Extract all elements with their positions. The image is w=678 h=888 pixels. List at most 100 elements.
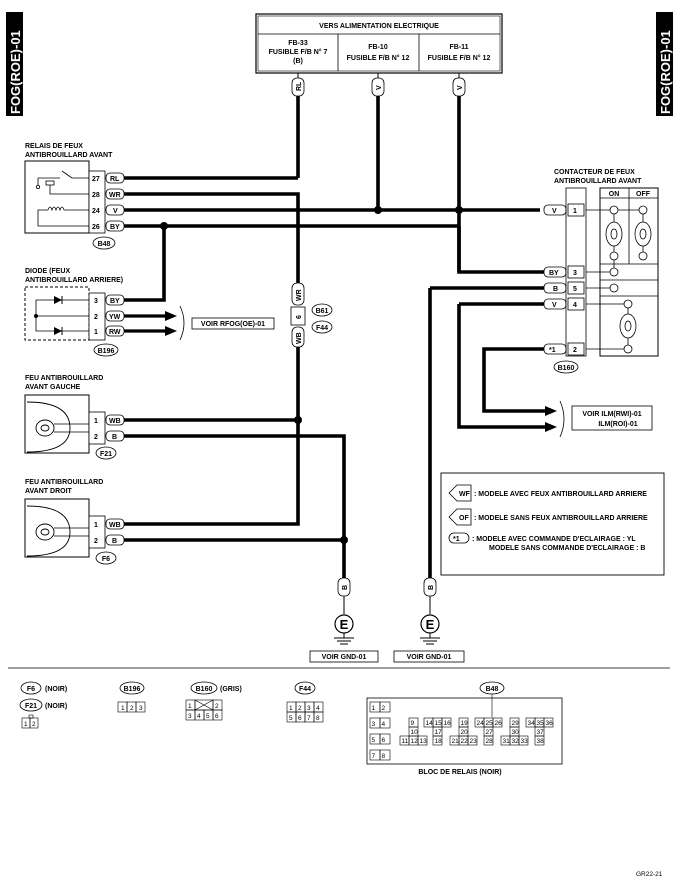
side-label-left-bg xyxy=(6,12,23,116)
ground-1: B E VOIR GND-01 xyxy=(309,577,379,663)
power-wire-2-color: V xyxy=(376,85,383,90)
ground-1-symbol: E xyxy=(340,617,349,632)
diode-ref-box[interactable] xyxy=(191,317,275,330)
ground-1-ref-box[interactable] xyxy=(309,650,379,663)
relay-pin-28: 28 xyxy=(92,192,100,199)
b48-pin-13: 13 xyxy=(420,738,428,745)
side-label-right-bg xyxy=(656,12,673,116)
ground-2-symbol: E xyxy=(426,617,435,632)
b48-pin-22: 22 xyxy=(461,738,469,745)
b48-pin-19: 19 xyxy=(461,720,469,727)
relay-pin-26-color: BY xyxy=(110,224,120,231)
conn-f21-pin-1: 1 xyxy=(24,721,28,728)
switch-pin-1: 1 xyxy=(573,208,577,215)
b48-pin-25: 25 xyxy=(486,720,494,727)
main-wires xyxy=(124,95,545,578)
fog-switch: CONTACTEUR DE FEUX ANTIBROUILLARD AVANT … xyxy=(543,169,659,374)
ground-1-wire: B xyxy=(342,585,349,590)
legend-star-tag: *1 xyxy=(453,536,460,543)
switch-off-label: OFF xyxy=(636,191,651,198)
lamp-left-pin-1-color: WB xyxy=(109,418,121,425)
conn-b160-color: (GRIS) xyxy=(220,686,242,693)
ilm-ref-line-1[interactable]: VOIR ILM(RWI)-01 xyxy=(582,411,641,418)
lamp-right-connector: F6 xyxy=(102,556,110,563)
lamp-left-pin-2-color: B xyxy=(112,434,117,441)
conn-f6-tag: F6 xyxy=(27,686,35,693)
switch-pin-3: 3 xyxy=(573,270,577,277)
ilm-ref-line-2[interactable]: ILM(ROI)-01 xyxy=(598,421,637,428)
fuse-1-line3: (B) xyxy=(293,58,303,65)
lamp-left-title-2: AVANT GAUCHE xyxy=(25,384,81,391)
diode-pin-3: 3 xyxy=(94,298,98,305)
conn-f21-tag: F21 xyxy=(25,703,37,710)
relay-title-2: ANTIBROUILLARD AVANT xyxy=(25,152,113,159)
relay-pin-27: 27 xyxy=(92,176,100,183)
footer-code: GR22-21 xyxy=(636,871,663,878)
conn-b160-pin-5: 5 xyxy=(206,713,210,720)
lamp-left-pin-1: 1 xyxy=(94,418,98,425)
conn-b196-pin-1: 1 xyxy=(121,705,125,712)
diode-pin-3-color: BY xyxy=(110,298,120,305)
conn-f44-pin-6: 6 xyxy=(298,715,302,722)
switch-title-1: CONTACTEUR DE FEUX xyxy=(554,169,635,176)
switch-title-2: ANTIBROUILLARD AVANT xyxy=(554,178,642,185)
lamp-left-title-1: FEU ANTIBROUILLARD xyxy=(25,375,103,382)
power-supply-box: VERS ALIMENTATION ELECTRIQUE FB-33 FUSIB… xyxy=(255,13,503,74)
switch-connector: B160 xyxy=(558,365,575,372)
conn-b160-pin-2: 2 xyxy=(215,703,219,710)
conn-b196-pin-3: 3 xyxy=(139,705,143,712)
ground-2-ref[interactable]: VOIR GND-01 xyxy=(407,654,452,661)
diode-pin-2: 2 xyxy=(94,314,98,321)
b48-pin-9: 9 xyxy=(411,720,415,727)
legend-wf-tag: WF xyxy=(459,491,471,498)
b48-pin-11: 11 xyxy=(402,738,409,745)
conn-f44-pin-7: 7 xyxy=(307,715,311,722)
conn-f44-pin-4: 4 xyxy=(316,705,320,712)
diode-pin-1: 1 xyxy=(94,329,98,336)
legend-star-text-2: MODELE SANS COMMANDE D'ECLAIRAGE : B xyxy=(489,545,645,552)
conn-f44-tag: F44 xyxy=(299,686,311,693)
fuse-2-line1: FB-10 xyxy=(368,44,388,51)
relay-pin-24: 24 xyxy=(92,208,100,215)
b48-pin-36: 36 xyxy=(546,720,554,727)
b48-pin-16: 16 xyxy=(444,720,452,727)
b48-pin-31: 31 xyxy=(503,738,511,745)
mid-connector-pin: 6 xyxy=(296,315,303,319)
ilm-ref-box[interactable] xyxy=(571,405,653,431)
conn-f44-pin-2: 2 xyxy=(298,705,302,712)
b48-pin-26: 26 xyxy=(495,720,503,727)
mid-tag-2: F44 xyxy=(316,325,328,332)
mid-wire-bottom-color: WB xyxy=(296,332,303,344)
legend-star-text-1: : MODELE AVEC COMMANDE D'ECLAIRAGE : YL xyxy=(472,536,636,543)
b48-pin-12: 12 xyxy=(411,738,419,745)
b48-pin-3: 3 xyxy=(372,721,376,728)
mid-connector: WR 6 WB B61 F44 xyxy=(290,282,333,348)
lamp-right-pin-1-color: WB xyxy=(109,522,121,529)
conn-b160-pin-4: 4 xyxy=(197,713,201,720)
switch-pin-2: 2 xyxy=(573,347,577,354)
b48-pin-10: 10 xyxy=(411,729,419,736)
b48-pin-5: 5 xyxy=(372,737,376,744)
b48-pin-7: 7 xyxy=(372,753,376,760)
ground-1-ref[interactable]: VOIR GND-01 xyxy=(322,654,367,661)
b48-pin-20: 20 xyxy=(461,729,469,736)
b48-pin-1: 1 xyxy=(372,705,376,712)
junction-dots xyxy=(160,206,463,544)
conn-f21-color: (NOIR) xyxy=(45,703,67,710)
relay-title-1: RELAIS DE FEUX xyxy=(25,143,83,150)
conn-f6-color: (NOIR) xyxy=(45,686,67,693)
side-label-right: FOG(ROE)-01 xyxy=(658,30,673,114)
diode-ref-link[interactable]: VOIR RFOG(OE)-01 xyxy=(201,321,265,328)
lamp-right-title-1: FEU ANTIBROUILLARD xyxy=(25,479,103,486)
b48-pin-4: 4 xyxy=(382,721,386,728)
switch-pin-1-color: V xyxy=(552,208,557,215)
ground-2-ref-box[interactable] xyxy=(393,650,465,663)
diode-title-1: DIODE (FEUX xyxy=(25,268,70,275)
legend: WF : MODELE AVEC FEUX ANTIBROUILLARD ARR… xyxy=(440,472,665,576)
relay-pin-26: 26 xyxy=(92,224,100,231)
diode: DIODE (FEUX ANTIBROUILLARD ARRIERE) 3 2 … xyxy=(24,268,125,357)
side-label-left: FOG(ROE)-01 xyxy=(8,30,23,114)
diode-connector: B196 xyxy=(98,348,115,355)
b48-pin-6: 6 xyxy=(382,737,386,744)
